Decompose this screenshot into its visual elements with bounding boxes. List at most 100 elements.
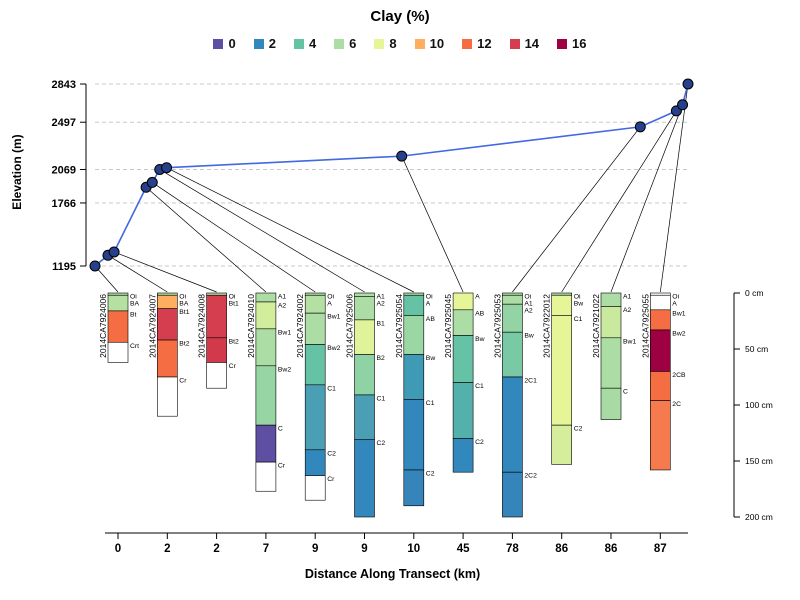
connector-line — [145, 186, 267, 293]
horizon-label: 2CB — [672, 372, 686, 379]
horizon-segment — [107, 292, 129, 296]
depth-tick-label: 0 cm — [745, 288, 763, 298]
horizon-label: C2 — [377, 440, 386, 447]
horizon-label: Oi — [426, 294, 433, 301]
horizon-segment — [502, 294, 523, 305]
horizon-label: A1 — [377, 294, 386, 301]
legend-item: 2 — [253, 36, 276, 51]
horizon-label: Oi — [672, 294, 679, 301]
horizon-segment — [649, 329, 671, 372]
horizon-label: Bw1 — [623, 338, 636, 345]
legend-item: 6 — [334, 36, 356, 51]
horizon-segment — [649, 400, 671, 471]
x-tick-label: 86 — [555, 543, 568, 555]
horizon-segment — [452, 438, 474, 473]
profile-id-label: 2014CA7925054 — [394, 294, 404, 358]
horizon-segment — [452, 382, 474, 439]
horizon-label: Bw2 — [327, 345, 340, 352]
connector-line — [152, 182, 316, 293]
horizon-segment — [354, 292, 375, 297]
legend-swatch-12 — [462, 38, 473, 49]
legend-swatch-8 — [374, 38, 385, 49]
profile-id-label: 2014CA7925053 — [492, 294, 502, 358]
horizon-segment — [206, 362, 227, 389]
transect-line — [94, 83, 689, 267]
horizon-segment — [107, 341, 129, 363]
horizon-segment — [403, 354, 425, 400]
horizon-segment — [649, 294, 671, 311]
transect-point — [161, 162, 173, 174]
horizon-label: C2 — [475, 439, 484, 446]
horizon-label: Oi — [229, 294, 236, 301]
horizon-segment — [255, 292, 277, 303]
horizon-label: 2C — [672, 401, 681, 408]
horizon-label: 2C1 — [524, 378, 537, 385]
depth-tick-label: 50 cm — [745, 344, 768, 354]
horizon-segment — [403, 469, 425, 507]
horizon-segment — [255, 301, 277, 330]
horizon-label: C1 — [377, 395, 386, 402]
connector-line — [94, 265, 119, 293]
legend-swatch-0 — [213, 38, 224, 49]
profile-id-label: 2014CA7924006 — [98, 294, 108, 358]
profile-id-label: 2014CA7925045 — [443, 294, 453, 358]
transect-point — [108, 246, 120, 258]
horizon-label: AB — [426, 316, 436, 323]
horizon-segment — [255, 328, 277, 367]
depth-tick-label: 200 cm — [745, 512, 773, 522]
horizon-label: C2 — [426, 470, 435, 477]
horizon-segment — [255, 365, 277, 426]
horizon-label: Cr — [278, 463, 286, 470]
horizon-segment — [502, 292, 523, 296]
depth-tick-label: 100 cm — [745, 400, 773, 410]
horizon-segment — [551, 294, 573, 316]
horizon-label: Bw1 — [327, 314, 340, 321]
horizon-label: Bt1 — [229, 301, 239, 308]
horizon-segment — [551, 292, 573, 296]
elevation-tick-label: 2497 — [52, 117, 76, 129]
legend-value: 2 — [268, 36, 276, 51]
legend-value: 14 — [524, 36, 540, 51]
legend-value: 12 — [477, 36, 492, 51]
horizon-label: Oi — [179, 294, 186, 301]
connector-line — [401, 155, 464, 293]
horizon-segment — [304, 344, 326, 386]
horizon-segment — [206, 292, 227, 296]
horizon-label: Bt — [130, 311, 137, 318]
horizon-label: Bw — [574, 301, 584, 308]
legend-value: 0 — [228, 36, 236, 51]
legend-swatch-10 — [414, 38, 425, 49]
x-tick-label: 7 — [263, 543, 269, 555]
legend-swatch-16 — [557, 38, 568, 49]
transect-point — [146, 176, 158, 188]
horizon-segment — [157, 339, 178, 378]
horizon-segment — [354, 394, 375, 441]
horizon-segment — [107, 294, 129, 312]
elevation-tick-label: 2069 — [52, 164, 76, 176]
horizon-label: A — [327, 301, 332, 308]
connector-line — [107, 254, 168, 293]
horizon-segment — [304, 292, 326, 296]
legend-value: 10 — [429, 36, 445, 51]
horizon-label: A — [426, 301, 431, 308]
horizon-label: Oi — [524, 294, 531, 301]
connector-line — [561, 110, 677, 293]
profile-id-label: 2014CA7921022 — [591, 294, 601, 358]
horizon-label: Bw2 — [278, 366, 291, 373]
horizon-segment — [206, 337, 227, 363]
horizon-label: Bw — [475, 336, 485, 343]
transect-point — [682, 78, 694, 90]
x-tick-label: 9 — [361, 543, 367, 555]
horizon-label: AB — [475, 310, 485, 317]
horizon-label: C1 — [475, 383, 484, 390]
horizon-label: A — [475, 294, 480, 301]
horizon-label: Bw1 — [278, 329, 291, 336]
horizon-label: Bt1 — [179, 309, 189, 316]
legend-item: 14 — [509, 36, 540, 51]
depth-tick-label: 150 cm — [745, 456, 773, 466]
horizon-label: C — [623, 389, 628, 396]
elevation-tick-label: 2843 — [52, 79, 76, 91]
horizon-label: Bw — [426, 355, 436, 362]
x-tick-label: 2 — [164, 543, 170, 555]
horizon-segment — [354, 439, 375, 518]
